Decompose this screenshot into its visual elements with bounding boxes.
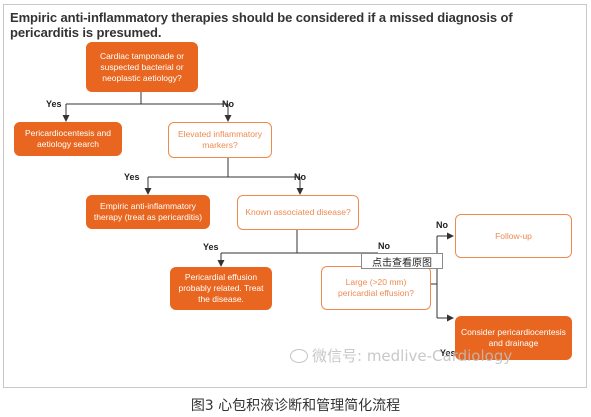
connector-known-split [221,230,378,254]
label-no-1: No [222,99,234,109]
view-original-tooltip[interactable]: 点击查看原图 [361,253,443,269]
label-no-3: No [378,241,390,251]
node-tamponade: Cardiac tamponade or suspected bacterial… [86,42,198,92]
wechat-icon [290,348,308,363]
label-no-4: No [436,220,448,230]
node-elevated-markers: Elevated inflammatory markers? [168,122,272,158]
label-yes-2: Yes [124,172,140,182]
node-empiric-therapy: Empiric anti-inflammatory therapy (treat… [86,195,210,229]
figure-caption: 图3 心包积液诊断和管理简化流程 [190,398,401,414]
connector-elevated-split [148,158,300,178]
node-effusion-related: Pericardial effusion probably related. T… [170,267,272,310]
watermark-text: 微信号: medlive-Cardiology [312,347,513,365]
node-large-effusion: Large (>20 mm) pericardial effusion? [321,266,431,310]
label-yes-1: Yes [46,99,62,109]
node-known-disease: Known associated disease? [237,195,359,230]
node-pericardiocentesis: Pericardiocentesis and aetiology search [14,122,122,156]
node-consider-pericardiocentesis: Consider pericardiocentesis and drainage [455,316,572,360]
watermark: 微信号: medlive-Cardiology [290,345,512,366]
figure-title: Empiric anti-inflammatory therapies shou… [10,10,513,40]
connector-tamponade-split [66,92,228,105]
label-yes-3: Yes [203,242,219,252]
label-yes-4: Yes [440,348,456,358]
label-no-2: No [294,172,306,182]
node-followup: Follow-up [455,214,572,258]
